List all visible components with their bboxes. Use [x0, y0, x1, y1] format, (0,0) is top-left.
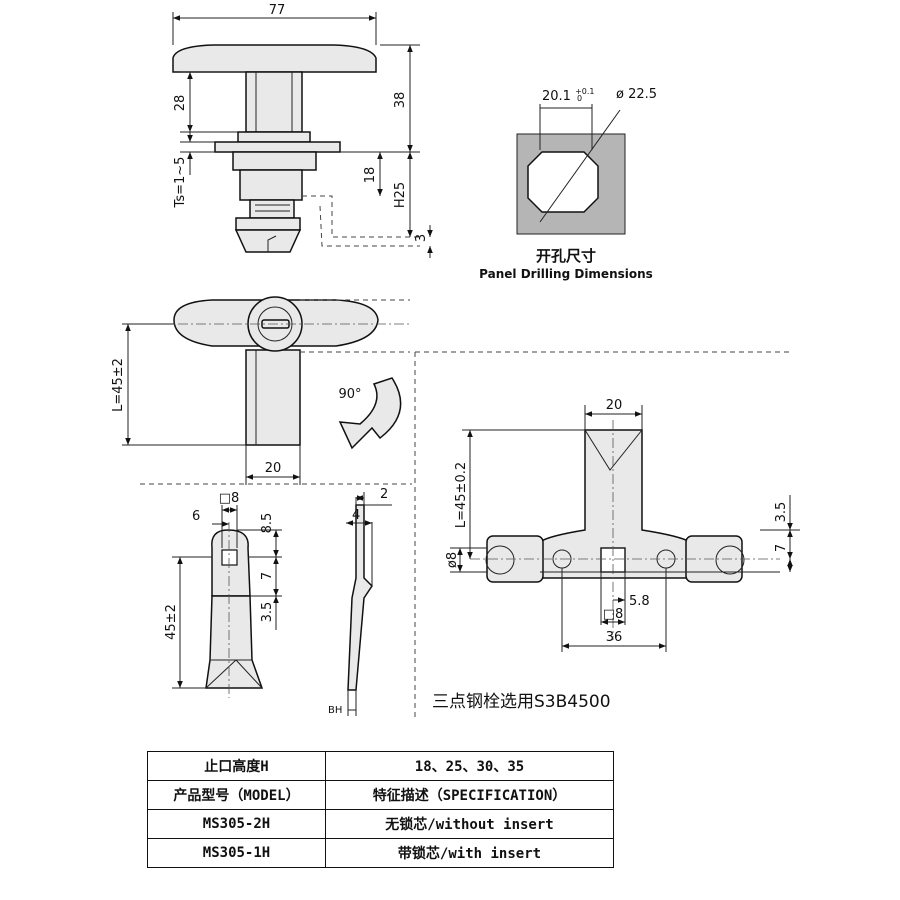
- table-row: 产品型号（MODEL） 特征描述（SPECIFICATION）: [147, 780, 614, 810]
- table-cell: 特征描述（SPECIFICATION）: [325, 780, 614, 810]
- dim-height-38: 38: [393, 92, 408, 109]
- three-point-bolt-view: 20 L=45±0.2 3.5 7 ø8 5.8 □8 36 三点钢栓选用S3B…: [432, 398, 800, 712]
- dim-rotation: 90°: [338, 387, 361, 402]
- cutout-title-en: Panel Drilling Dimensions: [479, 267, 653, 281]
- dim-cam-8-5: 8.5: [260, 513, 275, 534]
- table-row: MS305-2H 无锁芯/without insert: [147, 809, 614, 839]
- panel-cutout-view: 20.1 +0.1 0 ø 22.5 开孔尺寸 Panel Drilling D…: [479, 87, 657, 281]
- dim-cam-3-5: 3.5: [260, 602, 275, 623]
- dim-cam-45: 45±2: [164, 604, 179, 640]
- dim-height-28: 28: [173, 95, 188, 112]
- dim-pb-7: 7: [774, 544, 789, 552]
- dim-pb-length: L=45±0.2: [454, 462, 469, 528]
- top-view: L=45±2 20 90°: [111, 296, 410, 485]
- dim-pb-5-8: 5.8: [629, 594, 650, 609]
- rotation-arrow-icon: [338, 377, 402, 450]
- table-cell: MS305-1H: [147, 838, 326, 868]
- dim-handle-width: 77: [269, 3, 286, 18]
- cam-side-view: 2 4 BH: [328, 487, 392, 716]
- cutout-title-cn: 开孔尺寸: [536, 247, 596, 265]
- dim-width-20: 20: [265, 461, 282, 476]
- dim-side-2: 2: [380, 487, 388, 502]
- dim-length: L=45±2: [111, 358, 126, 412]
- section-separators: [140, 351, 790, 718]
- table-cell: 18、25、30、35: [325, 751, 614, 781]
- table-cell: MS305-2H: [147, 809, 326, 839]
- table-cell: 产品型号（MODEL）: [147, 780, 326, 810]
- dim-h25: H25: [393, 182, 408, 208]
- dim-side-4: 4: [352, 508, 360, 523]
- dim-cam-7: 7: [260, 572, 275, 580]
- dim-pb-36: 36: [606, 630, 623, 645]
- dim-pb-20: 20: [606, 398, 623, 413]
- specification-table: 止口高度H 18、25、30、35 产品型号（MODEL） 特征描述（SPECI…: [147, 751, 614, 868]
- cutout-tolerance-lower: 0: [577, 94, 582, 103]
- table-row: MS305-1H 带锁芯/with insert: [147, 838, 614, 868]
- dim-18: 18: [363, 167, 378, 184]
- dim-ts-range: Ts=1~5: [173, 157, 188, 209]
- table-cell: 带锁芯/with insert: [325, 838, 614, 868]
- cutout-diameter: ø 22.5: [616, 87, 657, 102]
- cutout-square-dim: 20.1 +0.1: [542, 87, 595, 104]
- table-row: 止口高度H 18、25、30、35: [147, 751, 614, 781]
- front-view: 77 38 28 Ts=1~5 18 H25 3: [172, 3, 433, 258]
- dim-cam-6: 6: [192, 509, 200, 524]
- table-cell: 止口高度H: [147, 751, 326, 781]
- dim-cam-sq8: □8: [219, 491, 240, 506]
- dim-gap-3: 3: [414, 234, 429, 242]
- table-cell: 无锁芯/without insert: [325, 809, 614, 839]
- three-point-bolt-note: 三点钢栓选用S3B4500: [432, 692, 611, 712]
- cam-front-view: □8 6 8.5 7 3.5 45±2: [164, 491, 282, 698]
- dim-pb-sq8: □8: [603, 607, 624, 622]
- dim-side-bh: BH: [328, 705, 342, 716]
- dim-pb-3-5: 3.5: [774, 502, 789, 523]
- dim-pb-dia8: ø8: [445, 552, 460, 568]
